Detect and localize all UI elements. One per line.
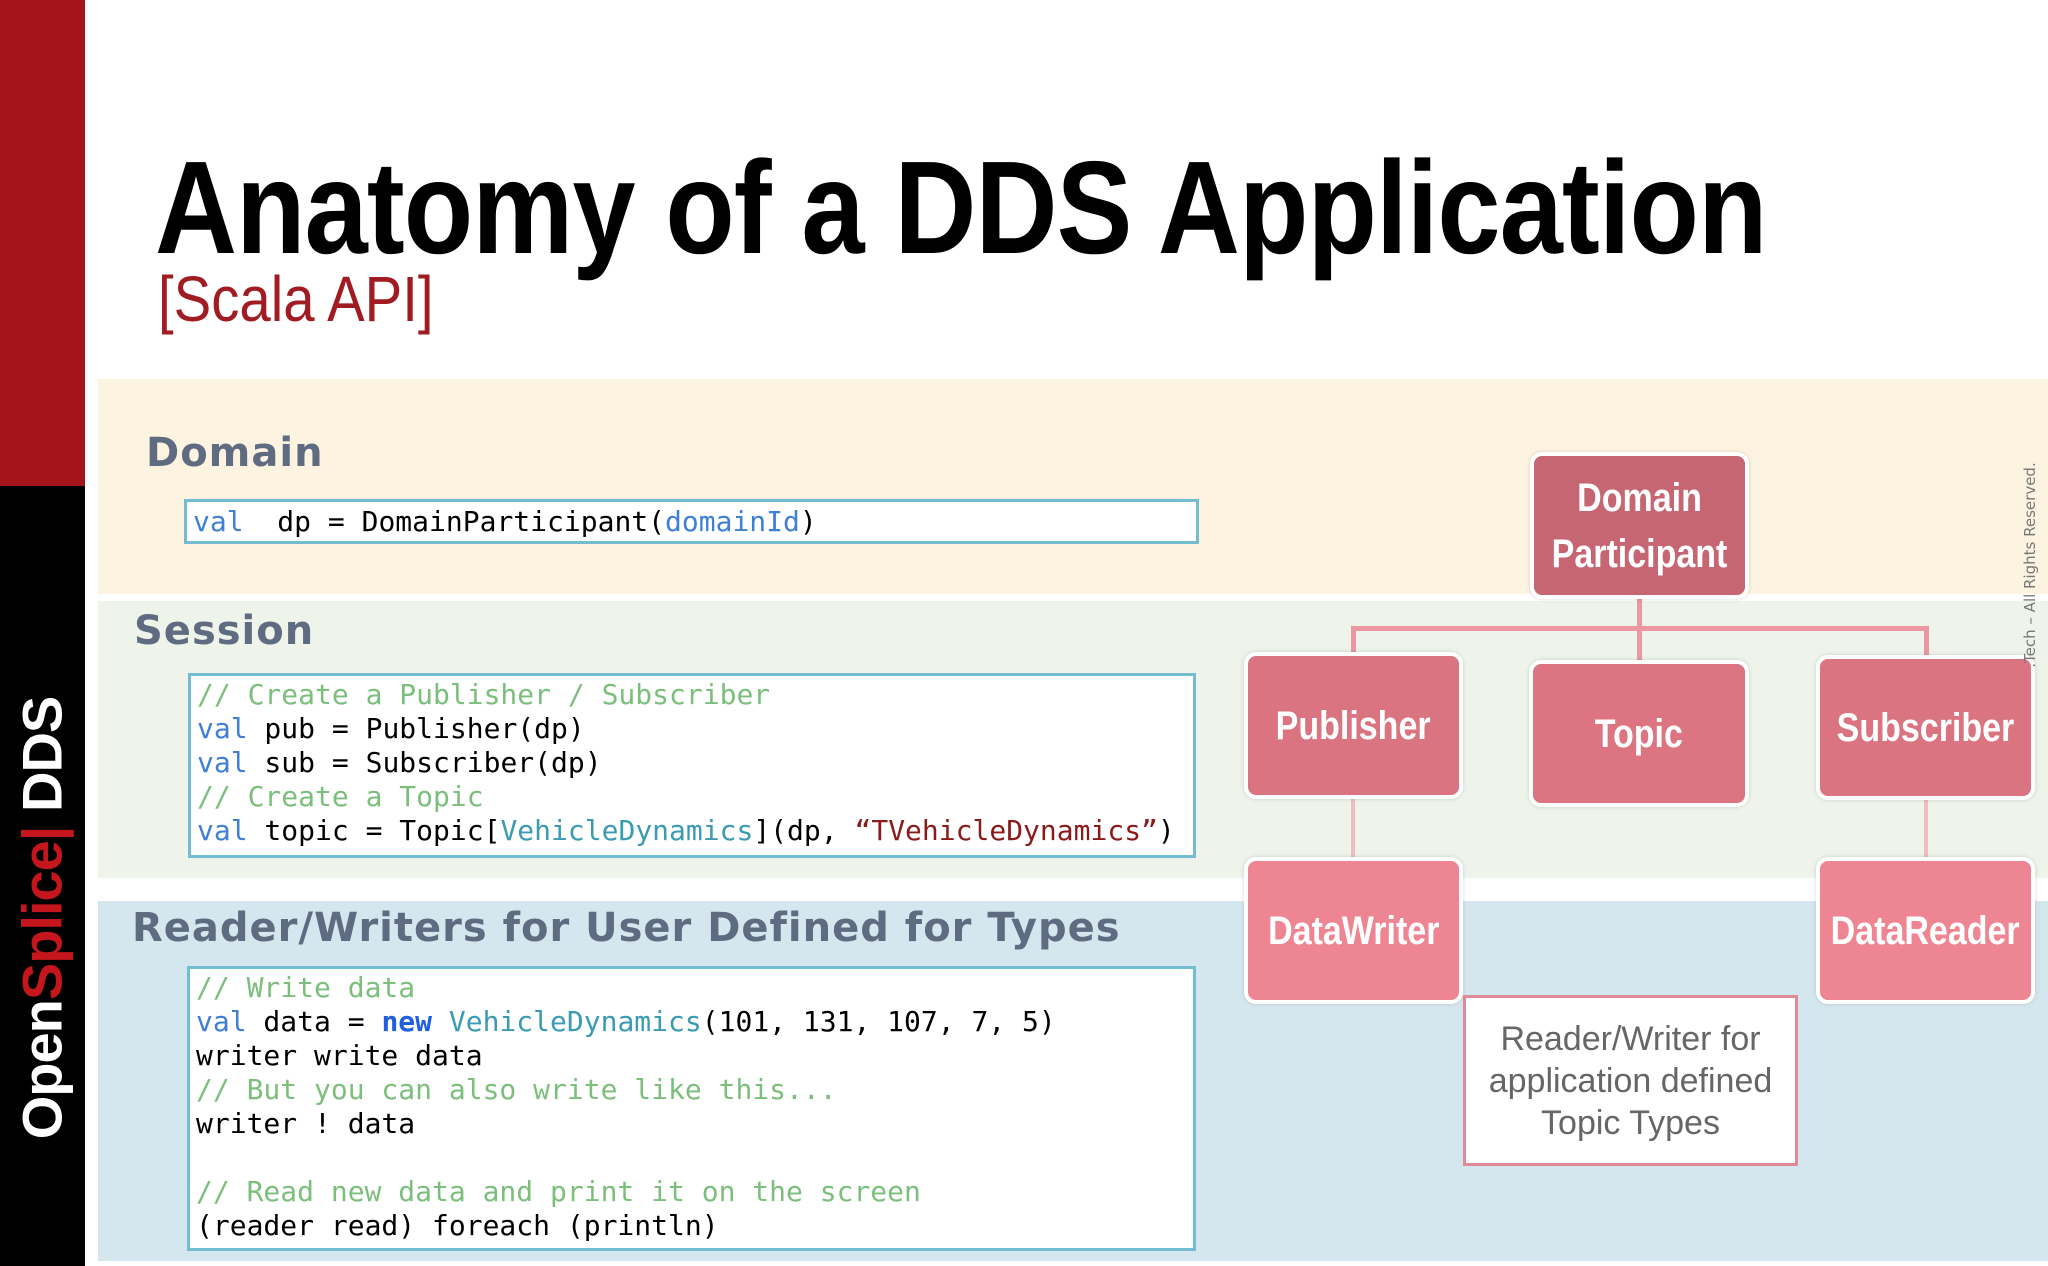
code-token: (reader read) foreach (println) [196, 1209, 719, 1242]
connector-publisher-datawriter [1351, 797, 1355, 859]
code-token: // But you can also write like this... [196, 1073, 837, 1106]
code-token: dp = DomainParticipant( [243, 505, 666, 538]
code-line: val pub = Publisher(dp) [197, 712, 1187, 746]
node-label: Domain Participant [1551, 475, 1728, 576]
code-token: sub = Subscriber(dp) [247, 746, 602, 779]
node-label: Subscriber [1836, 705, 2015, 750]
code-token: val [197, 746, 248, 779]
logo-open: Open [10, 1000, 74, 1140]
page-subtitle: [Scala API] [158, 263, 434, 335]
connector-horizontal [1351, 626, 1929, 631]
sidebar-red-band [0, 0, 85, 486]
code-token: // Create a Topic [197, 780, 484, 813]
opensplice-dds-logo: OpenSplice| DDS [10, 697, 75, 1140]
connector-subscriber [1924, 626, 1929, 658]
logo-splice: Splice [10, 841, 74, 1001]
node-label: Topic [1594, 711, 1684, 756]
node-label: DataReader [1831, 908, 2020, 953]
node-label: Publisher [1276, 703, 1431, 748]
node-label: DataWriter [1267, 908, 1440, 953]
code-token: val [193, 505, 244, 538]
page-title: Anatomy of a DDS Application [155, 134, 1767, 281]
datawriter-node: DataWriter [1244, 857, 1463, 1004]
publisher-node: Publisher [1244, 652, 1463, 799]
code-token: val [196, 1005, 247, 1038]
code-token: VehicleDynamics [448, 1005, 702, 1038]
code-line: // Write data [196, 971, 1187, 1005]
code-token: (101, 131, 107, 7, 5) [701, 1005, 1056, 1038]
reader-writer-heading: Reader/Writers for User Defined for Type… [132, 905, 1121, 951]
code-token: ](dp, [753, 814, 855, 847]
sidebar-black-band [0, 486, 85, 1266]
code-token: pub = Publisher(dp) [247, 712, 585, 745]
subscriber-node: Subscriber [1816, 655, 2035, 800]
domain-code-box: val dp = DomainParticipant(domainId) [184, 499, 1199, 544]
code-token: new [381, 1005, 433, 1038]
code-line: val dp = DomainParticipant(domainId) [193, 505, 1190, 539]
code-token: writer write data [196, 1039, 483, 1072]
copyright-notice: .Tech – All Rights Reserved. [2021, 462, 2039, 668]
code-token [432, 1005, 449, 1038]
code-line: // Create a Publisher / Subscriber [197, 678, 1187, 712]
code-token: val [197, 814, 248, 847]
code-token: “TVehicleDynamics” [854, 814, 1158, 847]
code-line: // Create a Topic [197, 780, 1187, 814]
code-token: // Read new data and print it on the scr… [196, 1175, 921, 1208]
domain-band [98, 379, 2048, 594]
code-token: ) [1157, 814, 1175, 847]
datareader-node: DataReader [1816, 857, 2035, 1004]
reader-writer-note: Reader/Writer for application defined To… [1463, 995, 1798, 1166]
code-token: writer ! data [196, 1107, 416, 1140]
code-token: data = [246, 1005, 382, 1038]
code-line: writer write data [196, 1039, 1187, 1073]
code-line: // Read new data and print it on the scr… [196, 1175, 1187, 1209]
logo-dds: DDS [10, 696, 74, 812]
code-line: val data = new VehicleDynamics(101, 131,… [196, 1005, 1187, 1039]
domain-participant-node: Domain Participant [1530, 452, 1749, 599]
code-line: val topic = Topic[VehicleDynamics](dp, “… [197, 814, 1187, 848]
domain-heading: Domain [146, 430, 324, 476]
code-line: val sub = Subscriber(dp) [197, 746, 1187, 780]
code-token: ) [799, 505, 817, 538]
connector-subscriber-datareader [1924, 798, 1928, 859]
code-token: topic = Topic[ [247, 814, 501, 847]
code-line: // But you can also write like this... [196, 1073, 1187, 1107]
connector-publisher [1351, 626, 1356, 656]
code-line: (reader read) foreach (println) [196, 1209, 1187, 1243]
code-line [196, 1141, 1187, 1175]
code-line: writer ! data [196, 1107, 1187, 1141]
logo-separator: | [10, 811, 74, 842]
topic-node: Topic [1529, 660, 1749, 807]
code-token: VehicleDynamics [500, 814, 754, 847]
code-token: val [197, 712, 248, 745]
code-token: // Write data [196, 971, 416, 1004]
code-token: domainId [665, 505, 800, 538]
session-heading: Session [134, 608, 315, 654]
code-token: // Create a Publisher / Subscriber [197, 678, 771, 711]
